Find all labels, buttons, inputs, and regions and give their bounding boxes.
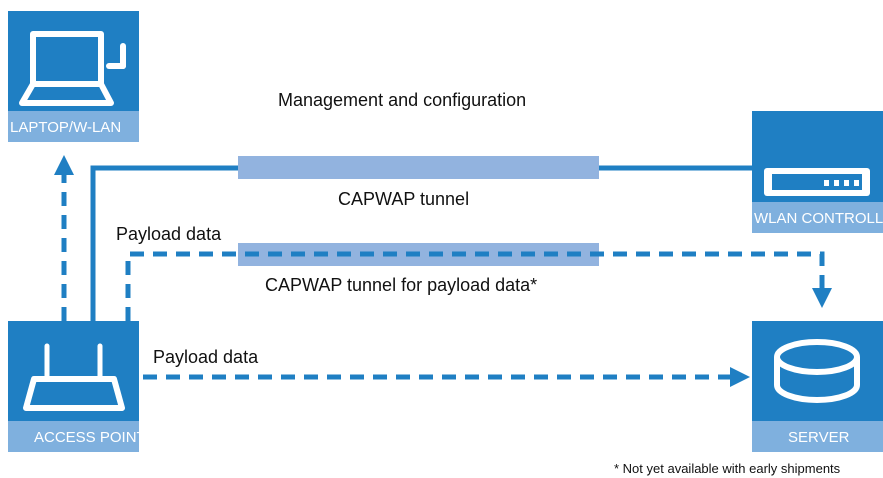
wlan-controller-label: WLAN CONTROLLER [754, 210, 883, 227]
router-icon [23, 343, 125, 411]
access-point-label: ACCESS POINT [34, 429, 146, 446]
payload-bottom-caption: Payload data [153, 347, 259, 367]
laptop-tile: LAPTOP/W-LAN [8, 11, 139, 142]
access-point-tile: ACCESS POINT [8, 321, 146, 452]
management-caption: Management and configuration [278, 90, 526, 110]
payload-top-caption: Payload data [116, 224, 222, 244]
database-icon [774, 339, 860, 403]
laptop-icon [19, 31, 126, 106]
laptop-label: LAPTOP/W-LAN [10, 119, 121, 136]
wlan-controller-icon [764, 168, 870, 196]
server-tile: SERVER [752, 321, 883, 452]
capwap-tunnel-caption: CAPWAP tunnel [338, 189, 469, 209]
payload-tunnel-path [125, 251, 832, 321]
capwap-payload-caption: CAPWAP tunnel for payload data* [265, 275, 537, 295]
footnote: * Not yet available with early shipments [614, 461, 841, 476]
wlan-controller-tile: WLAN CONTROLLER [752, 111, 883, 233]
capwap-tunnel-band [238, 156, 599, 179]
server-label: SERVER [788, 429, 850, 446]
